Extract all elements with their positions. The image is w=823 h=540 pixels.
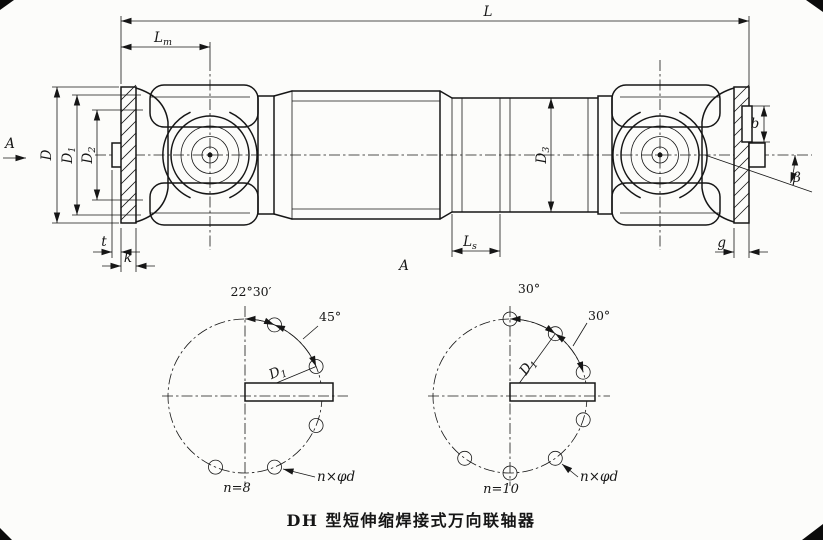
centerlines bbox=[95, 60, 812, 250]
bearing-outer bbox=[620, 115, 700, 195]
weld-collar-left bbox=[257, 95, 275, 215]
bearing-center bbox=[657, 152, 663, 158]
bolt-circle-label: D1 bbox=[266, 362, 289, 386]
left-end-flange bbox=[111, 84, 137, 224]
dim-L: L bbox=[120, 4, 750, 104]
dim-k: k bbox=[102, 228, 155, 272]
section-mark-A-left: A bbox=[3, 136, 26, 162]
view-arrow-label: A bbox=[3, 136, 15, 152]
dim-D3: D3 bbox=[534, 97, 561, 213]
bearing-ring bbox=[191, 136, 229, 174]
tube-step bbox=[439, 90, 453, 220]
bearing-ring bbox=[641, 136, 679, 174]
dim-L-label: L bbox=[483, 4, 493, 20]
section-mark-A-bottom: A bbox=[397, 258, 409, 274]
dim-Ls-label: Ls bbox=[462, 234, 477, 252]
bolt-hole bbox=[457, 450, 473, 466]
tube-wall bbox=[291, 91, 440, 219]
angle-arc-45 bbox=[274, 324, 317, 367]
bearing-ring bbox=[630, 125, 690, 185]
bolt-hole bbox=[308, 418, 324, 433]
tube-outline bbox=[291, 90, 441, 220]
dim-g-label: g bbox=[717, 235, 726, 251]
dim-b-label: b bbox=[751, 116, 760, 132]
dim-D2: D2 bbox=[80, 109, 143, 201]
yoke-ear-arc bbox=[612, 111, 641, 199]
angle-pitch-label: 45° bbox=[319, 309, 341, 324]
spline-seams bbox=[451, 98, 589, 212]
dim-Lm: Lm bbox=[121, 30, 211, 60]
hole-count-label: n=10 bbox=[483, 482, 519, 497]
yoke-ear-arc bbox=[229, 111, 258, 199]
hole-note-leader bbox=[561, 463, 579, 478]
bearing-center bbox=[207, 152, 213, 158]
bolt-hole bbox=[267, 459, 282, 475]
dim-Lm-label: Lm bbox=[153, 30, 172, 48]
leader-line bbox=[572, 322, 588, 347]
dim-beta: β bbox=[704, 154, 813, 193]
hole-note-label: n×φd bbox=[580, 469, 618, 485]
angle-arc-22-30 bbox=[244, 315, 275, 326]
dim-beta-label: β bbox=[792, 170, 801, 186]
hole-note-label: n×φd bbox=[317, 469, 355, 485]
bolt-hole bbox=[547, 450, 563, 466]
bearing-ring bbox=[180, 125, 240, 185]
angle-arc-30-a bbox=[509, 315, 556, 335]
dim-t-label: t bbox=[101, 234, 107, 250]
angle-pitch-label: 30° bbox=[588, 308, 610, 323]
dim-D3-label: D3 bbox=[534, 147, 552, 165]
dim-g: g bbox=[715, 210, 768, 258]
dim-k-label: k bbox=[124, 250, 132, 266]
flange-bolt bbox=[741, 105, 753, 143]
bearing-outer bbox=[170, 115, 250, 195]
bolt-hole bbox=[308, 359, 324, 374]
yoke-bell bbox=[135, 87, 169, 223]
bearing-journal bbox=[651, 146, 669, 164]
bolt-hole bbox=[208, 459, 223, 475]
hole-count-label: n=8 bbox=[223, 481, 251, 496]
yoke-bell bbox=[701, 87, 735, 223]
dim-D1: D1 bbox=[60, 94, 141, 216]
shaft-key bbox=[748, 142, 766, 168]
dim-D2-label: D2 bbox=[80, 147, 98, 165]
bolt-hole bbox=[575, 364, 591, 380]
main-assembly-view: L Lm D D1 D2 bbox=[3, 4, 813, 274]
yoke-arm-top bbox=[611, 84, 721, 128]
bearing-journal bbox=[201, 146, 219, 164]
yoke-ear-arc bbox=[162, 111, 191, 199]
taper bbox=[273, 90, 293, 220]
yoke-arm-lip bbox=[620, 96, 720, 214]
weld-collar-right bbox=[597, 95, 613, 215]
yoke-arm-lip bbox=[150, 96, 250, 214]
caption: DH 型短伸缩焊接式万向联轴器 bbox=[286, 511, 535, 530]
hub-shaft bbox=[244, 382, 334, 402]
hole-note-leader bbox=[282, 468, 316, 478]
dim-t: t bbox=[93, 170, 140, 272]
bolt-pattern-n10: 30° 30° D1 n×φd n=10 bbox=[428, 281, 618, 497]
dim-D: D bbox=[39, 86, 119, 224]
yoke-arm-bottom bbox=[611, 182, 721, 226]
dim-b: b bbox=[751, 105, 770, 143]
dim-Ls: Ls bbox=[451, 214, 501, 257]
right-universal-joint bbox=[611, 84, 735, 226]
hatching bbox=[120, 84, 137, 221]
angle-offset-label: 22°30′ bbox=[231, 284, 272, 299]
angle-offset-label: 30° bbox=[518, 281, 540, 296]
spline-outline bbox=[451, 97, 599, 213]
flange-plate bbox=[120, 86, 137, 224]
dim-D-label: D bbox=[39, 149, 55, 161]
angle-arc-30-b bbox=[555, 333, 584, 373]
hub-shaft bbox=[509, 382, 596, 402]
bolt-hole bbox=[575, 412, 591, 428]
leader-line bbox=[302, 325, 319, 340]
dim-D1-label: D1 bbox=[60, 147, 78, 165]
telescopic-shaft bbox=[257, 90, 613, 220]
right-end-flange bbox=[733, 84, 766, 224]
dimensions: L Lm D D1 D2 bbox=[3, 4, 813, 274]
bolt-pattern-n8: 22°30′ 45° D1 n×φd n=8 bbox=[162, 284, 355, 496]
yoke-ear-arc bbox=[679, 111, 708, 199]
